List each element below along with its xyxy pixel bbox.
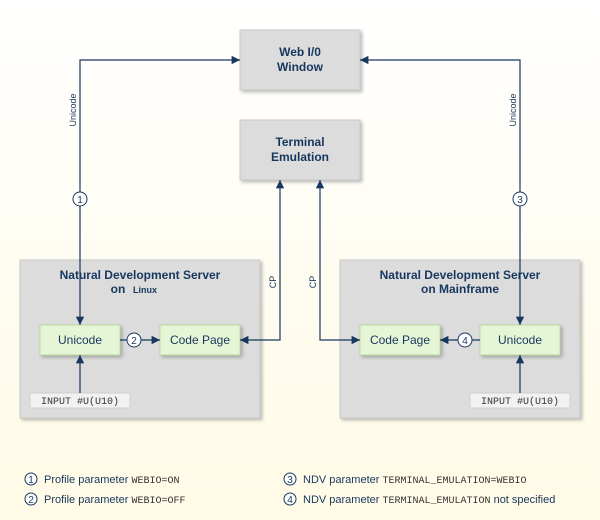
svg-text:Profile parameter WEBIO=OFF: Profile parameter WEBIO=OFF [44, 494, 185, 507]
marker-2: 2 [126, 332, 142, 348]
server-linux-os: Linux [133, 285, 157, 295]
svg-text:NDV parameter TERMINAL_EMULATI: NDV parameter TERMINAL_EMULATION=WEBIO [303, 474, 527, 487]
arrow-terminal-codepage-right [315, 180, 360, 345]
legend-item-4-suffix: not specified [491, 494, 556, 506]
codepage-right-box: Code Page [359, 324, 441, 356]
webio-title-line1: Web I/0 [279, 45, 321, 59]
legend-item-1-code: WEBIO=ON [131, 476, 179, 487]
legend-item-4-text: NDV parameter [303, 494, 382, 506]
terminal-title-line2: Emulation [271, 150, 329, 164]
edge-label-unicode-left: Unicode [68, 93, 78, 126]
edge-label-cp-right: CP [308, 276, 318, 289]
legend-item-2-text: Profile parameter [44, 494, 131, 506]
webio-title-line2: Window [277, 60, 324, 74]
server-mainframe-subtitle: on Mainframe [421, 282, 499, 296]
svg-text:Profile parameter WEBIO=ON: Profile parameter WEBIO=ON [44, 474, 179, 487]
svg-text:2: 2 [28, 495, 34, 506]
marker-4: 4 [457, 332, 473, 348]
unicode-right-label: Unicode [498, 333, 542, 347]
legend-item-2-code: WEBIO=OFF [131, 496, 185, 507]
arrow-webio-unicode-right [360, 55, 525, 325]
svg-text:3: 3 [517, 195, 523, 206]
edge-label-cp-left: CP [268, 276, 278, 289]
input-right-label: INPUT #U(U10) [481, 396, 559, 408]
legend-item-1: 1 Profile parameter WEBIO=ON [24, 472, 179, 487]
svg-text:1: 1 [28, 475, 34, 486]
unicode-left-box: Unicode [39, 324, 121, 356]
legend-item-4: 4 NDV parameter TERMINAL_EMULATION not s… [283, 492, 555, 507]
server-linux-on: on [111, 282, 126, 296]
server-mainframe-title: Natural Development Server [380, 268, 541, 282]
svg-text:4: 4 [462, 336, 468, 347]
webio-window-box: Web I/0 Window [239, 29, 361, 91]
legend-item-1-text: Profile parameter [44, 474, 131, 486]
svg-text:4: 4 [287, 495, 293, 506]
unicode-right-box: Unicode [479, 324, 561, 356]
legend-item-3-code: TERMINAL_EMULATION=WEBIO [382, 476, 526, 487]
input-right-box: INPUT #U(U10) [469, 392, 571, 409]
arrow-webio-unicode-left [75, 55, 240, 325]
svg-text:3: 3 [287, 475, 293, 486]
legend-item-2: 2 Profile parameter WEBIO=OFF [24, 492, 185, 507]
svg-text:2: 2 [131, 336, 137, 347]
svg-text:NDV parameter TERMINAL_EMULATI: NDV parameter TERMINAL_EMULATION not spe… [303, 494, 555, 507]
input-left-box: INPUT #U(U10) [29, 392, 131, 409]
legend-item-3: 3 NDV parameter TERMINAL_EMULATION=WEBIO [283, 472, 527, 487]
terminal-emulation-box: Terminal Emulation [239, 119, 361, 181]
server-linux-title: Natural Development Server [60, 268, 221, 282]
terminal-title-line1: Terminal [275, 135, 324, 149]
legend-item-4-code: TERMINAL_EMULATION [382, 496, 490, 507]
input-left-label: INPUT #U(U10) [41, 396, 119, 408]
unicode-left-label: Unicode [58, 333, 102, 347]
edge-label-unicode-right: Unicode [508, 93, 518, 126]
codepage-left-box: Code Page [159, 324, 241, 356]
svg-text:1: 1 [77, 195, 83, 206]
codepage-left-label: Code Page [170, 333, 230, 347]
marker-1: 1 [72, 191, 88, 207]
codepage-right-label: Code Page [370, 333, 430, 347]
legend-item-3-text: NDV parameter [303, 474, 382, 486]
arrow-terminal-codepage-left [240, 180, 285, 345]
legend: 1 Profile parameter WEBIO=ON 2 Profile p… [24, 472, 555, 507]
marker-3: 3 [512, 191, 528, 207]
